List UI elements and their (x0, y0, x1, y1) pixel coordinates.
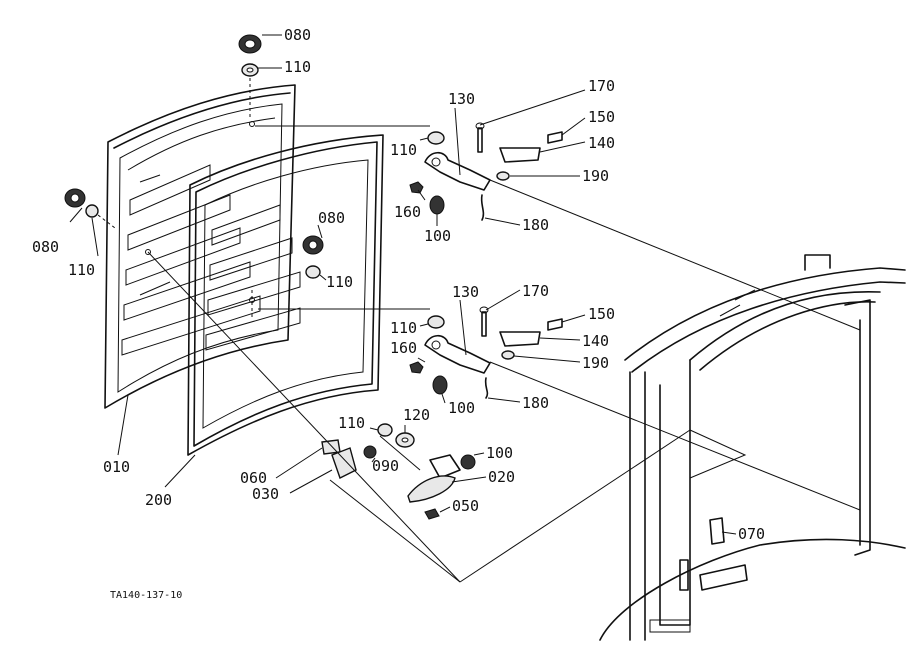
label-180-upper: 180 (522, 216, 549, 234)
part-labels: 080 110 080 110 080 110 010 200 130 170 … (32, 26, 765, 601)
label-140-upper: 140 (588, 134, 615, 152)
label-030: 030 (252, 485, 279, 503)
cab-frame (599, 254, 906, 641)
leader-lines (69, 34, 861, 583)
label-140-lower: 140 (582, 332, 609, 350)
label-020: 020 (488, 468, 515, 486)
label-100-lower: 100 (448, 399, 475, 417)
label-110-left: 110 (68, 261, 95, 279)
diagram-code: TA140-137-10 (110, 590, 182, 601)
label-130-upper: 130 (448, 90, 475, 108)
label-120: 120 (403, 406, 430, 424)
latch-assembly (321, 423, 476, 520)
label-050: 050 (452, 497, 479, 515)
label-070: 070 (738, 525, 765, 543)
label-060: 060 (240, 469, 267, 487)
label-080-left: 080 (32, 238, 59, 256)
label-010: 010 (103, 458, 130, 476)
label-170-upper: 170 (588, 77, 615, 95)
hinge-assembly-lower (409, 306, 563, 399)
knob-080-left (64, 188, 86, 208)
label-110-upper: 110 (390, 141, 417, 159)
label-110-lower: 110 (390, 319, 417, 337)
label-150-lower: 150 (588, 305, 615, 323)
label-110-latch: 110 (338, 414, 365, 432)
label-100-upper: 100 (424, 227, 451, 245)
label-160-upper: 160 (394, 203, 421, 221)
label-110-top: 110 (284, 58, 311, 76)
washer-110-top (241, 63, 259, 77)
label-100-latch: 100 (486, 444, 513, 462)
knob-080-top (238, 34, 262, 54)
washer-110-left (85, 204, 99, 218)
label-080-mid: 080 (318, 209, 345, 227)
label-130-lower: 130 (452, 283, 479, 301)
knob-080-mid (302, 235, 324, 255)
washer-110-mid (305, 265, 321, 279)
label-080-top: 080 (284, 26, 311, 44)
label-150-upper: 150 (588, 108, 615, 126)
label-200: 200 (145, 491, 172, 509)
label-090: 090 (372, 457, 399, 475)
label-190-upper: 190 (582, 167, 609, 185)
hinge-assembly-upper (409, 122, 563, 221)
label-180-lower: 180 (522, 394, 549, 412)
label-190-lower: 190 (582, 354, 609, 372)
label-160-lower: 160 (390, 339, 417, 357)
door-frame-200 (187, 134, 384, 456)
label-170-lower: 170 (522, 282, 549, 300)
label-110-mid: 110 (326, 273, 353, 291)
